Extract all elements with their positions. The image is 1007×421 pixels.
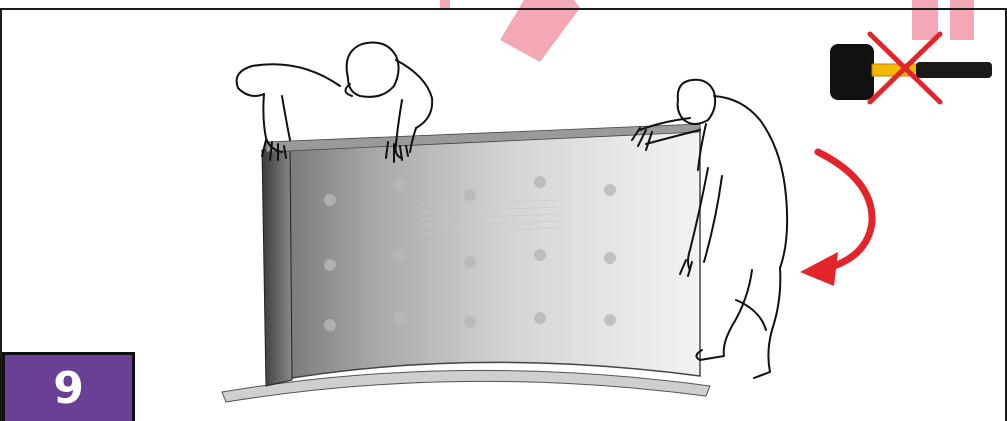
step-number-badge: 9 <box>2 352 135 421</box>
step-number: 9 <box>53 363 84 414</box>
polycarbonate-sheet <box>262 124 700 386</box>
curved-red-arrow-icon <box>800 152 872 286</box>
frame-border-top <box>0 8 1007 10</box>
